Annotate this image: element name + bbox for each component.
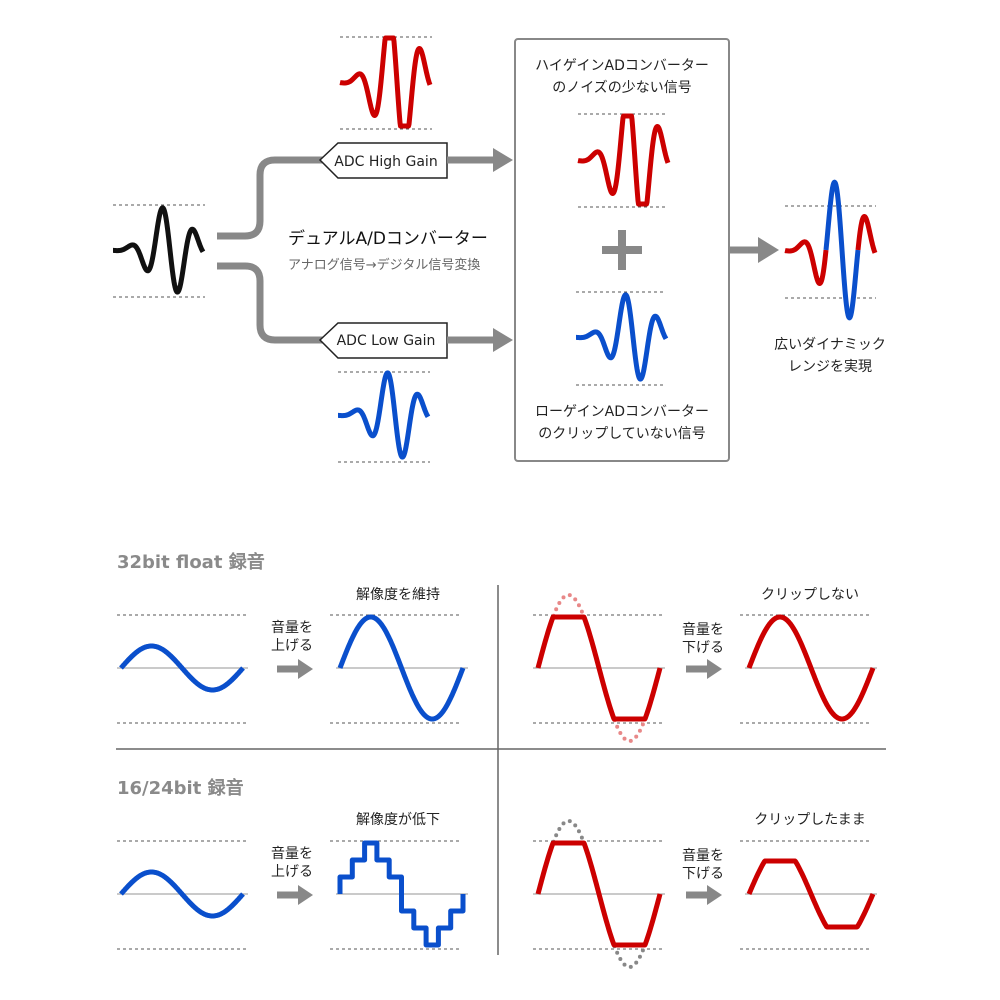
combined-result-signal: 広いダイナミック レンジを実現 (774, 179, 886, 375)
split-connector-low (217, 262, 325, 344)
section-16-24bit: 16/24bit 録音 解像度が低下 クリップしたまま 音量を 上げる 音量を … (117, 777, 866, 882)
high-gain-clipped-waveform (576, 113, 671, 207)
arrow-icon (707, 885, 722, 905)
adc-low-gain-label: ADC Low Gain (337, 333, 436, 349)
raised-sine-waveform (337, 614, 466, 722)
arrow-icon (298, 885, 313, 905)
clipped-overshoot-dotted (612, 944, 647, 969)
high-gain-caption-line2: のノイズの少ない信号 (552, 80, 692, 96)
input-sine-waveform (119, 643, 245, 693)
clipped-overshoot-dotted (551, 593, 586, 618)
input-sine-waveform (119, 869, 245, 919)
arrow-low-to-box (447, 328, 513, 352)
split-connector-high (217, 156, 325, 240)
dual-adc-subtitle: アナログ信号→デジタル信号変換 (288, 257, 480, 273)
low-gain-waveform (574, 292, 669, 382)
plus-icon (602, 230, 642, 270)
combine-box: ハイゲインADコンバーター のノイズの少ない信号 ローゲインADコンバーター の… (514, 38, 730, 462)
low-gain-caption-line2: のクリップしていない信号 (538, 426, 706, 442)
raise-volume-label-line2: 上げる (271, 638, 313, 654)
lower-volume-label-line2: 下げる (682, 866, 724, 882)
analog-input-signal (111, 204, 206, 298)
result-caption-line2: レンジを実現 (788, 359, 872, 375)
lowered-sine-waveform (746, 614, 876, 722)
arrow-high-to-box (447, 148, 513, 172)
clipped-sine-waveform (535, 614, 663, 722)
raise-result-label: 解像度を維持 (356, 587, 440, 603)
clipped-sine-waveform (535, 840, 663, 948)
low-gain-waveform (336, 370, 431, 460)
raise-volume-label-line1: 音量を (271, 845, 313, 862)
quantized-staircase-waveform (337, 840, 466, 948)
combined-waveform-high-part (783, 239, 829, 286)
combined-waveform-low-part (823, 179, 861, 321)
lower-volume-label-line2: 下げる (682, 640, 724, 656)
lower-result-label: クリップしたまま (754, 812, 866, 828)
combined-waveform-high-part (855, 214, 878, 254)
high-gain-clipped-waveform (338, 35, 433, 129)
lower-result-label: クリップしない (761, 587, 859, 603)
arrow-icon (298, 659, 313, 679)
high-gain-caption-line1: ハイゲインADコンバーター (535, 58, 709, 74)
clipped-overshoot-dotted (612, 718, 647, 743)
adc-high-gain-label: ADC High Gain (334, 154, 437, 170)
analog-waveform (111, 205, 206, 295)
adc-high-gain-tag: ADC High Gain (318, 142, 448, 179)
lower-volume-label-line1: 音量を (682, 621, 724, 638)
arrow-to-result (729, 237, 779, 263)
raise-volume-label-line2: 上げる (271, 864, 313, 880)
section-title: 32bit float 録音 (117, 551, 265, 573)
low-gain-caption-line1: ローゲインADコンバーター (535, 404, 709, 420)
raise-volume-label-line1: 音量を (271, 619, 313, 636)
low-gain-output-signal (336, 370, 431, 463)
adc-low-gain-tag: ADC Low Gain (318, 322, 448, 359)
result-caption-line1: 広いダイナミック (774, 337, 886, 353)
section-title: 16/24bit 録音 (117, 777, 244, 799)
arrow-icon (707, 659, 722, 679)
raise-result-label: 解像度が低下 (356, 812, 440, 828)
dual-adc-title: デュアルA/Dコンバーター (288, 228, 488, 249)
lowered-clipped-waveform (746, 858, 876, 930)
lower-volume-label-line1: 音量を (682, 847, 724, 864)
high-gain-output-signal (338, 35, 433, 130)
section-32bit-float: 32bit float 録音 解像度を維持 クリップしない 音量を 上げる 音量… (117, 551, 859, 656)
clipped-overshoot-dotted (551, 819, 586, 844)
